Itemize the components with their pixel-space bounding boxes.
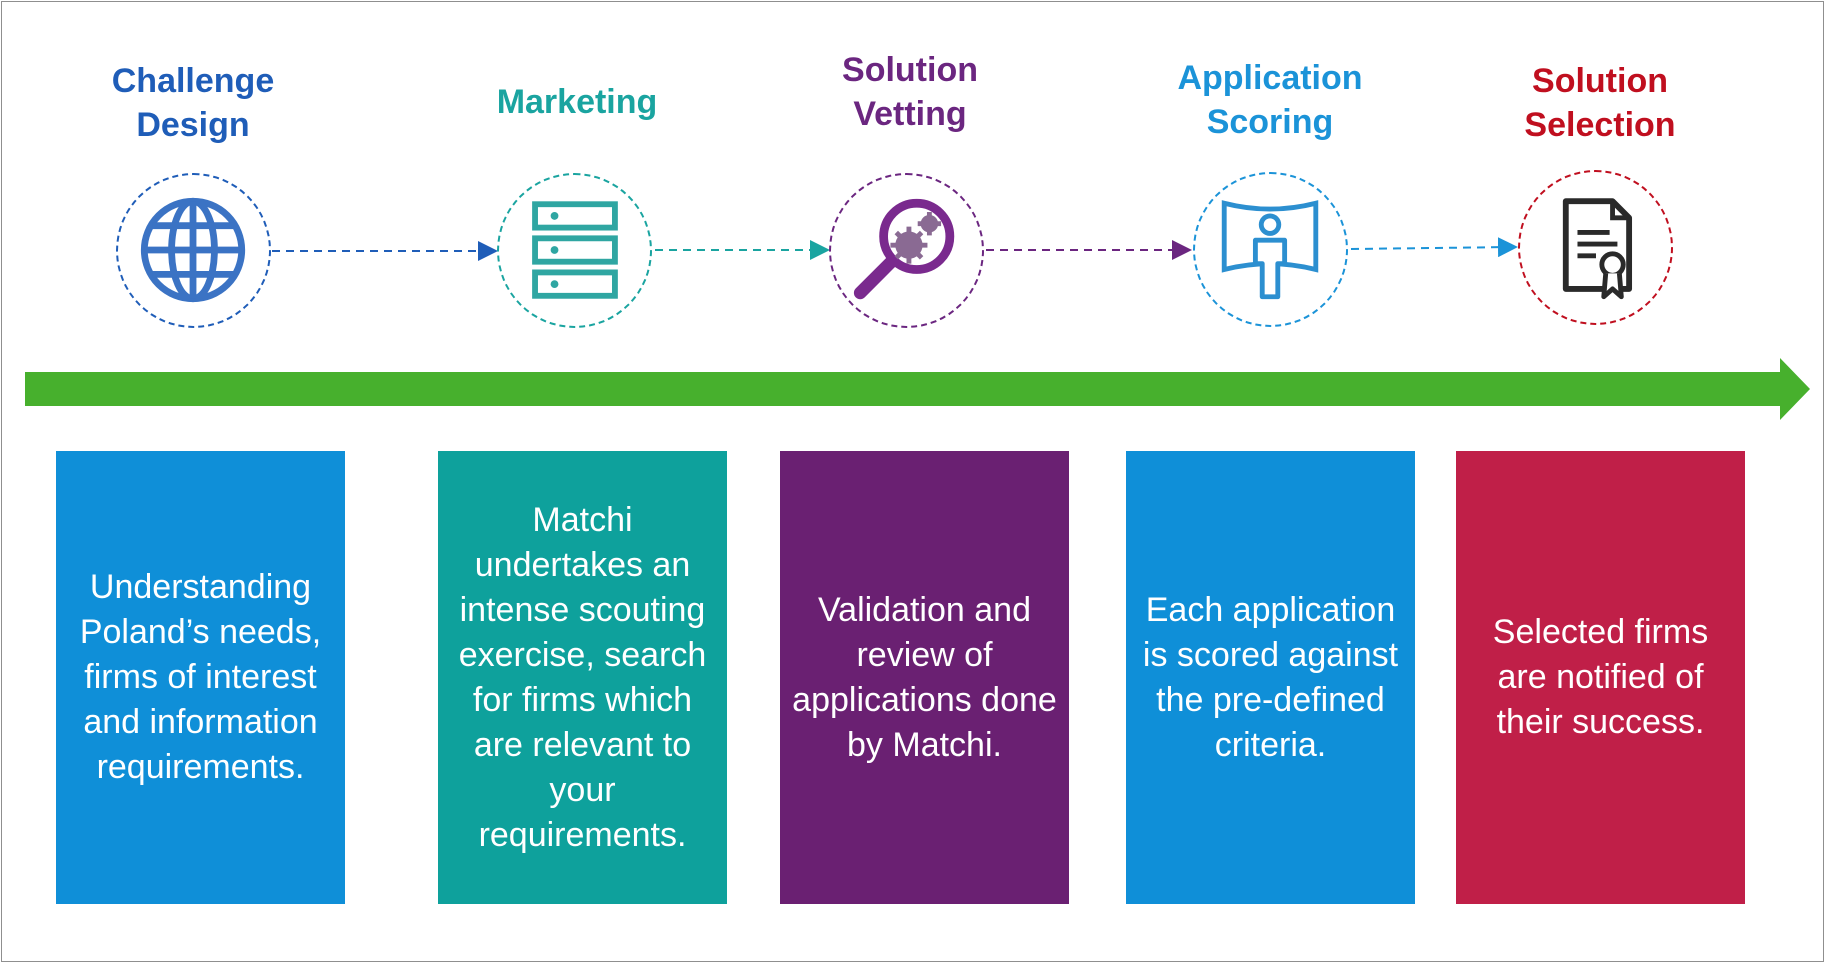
stage-title-line: Selection (1524, 106, 1676, 144)
stage-icon-circle (1193, 172, 1348, 327)
stage-icon-circle (497, 173, 652, 328)
stage-card-solution-vetting: Validation and review of applications do… (780, 451, 1069, 904)
certificate-document-icon (1562, 198, 1633, 300)
stage-icon-circle (1518, 170, 1673, 325)
stage-icon-circle (829, 173, 984, 328)
person-screen-icon (1221, 200, 1319, 300)
stage-title-line: Scoring (1206, 103, 1334, 141)
stage-card-marketing: Matchi undertakes an intense scouting ex… (438, 451, 727, 904)
stage-title-line: Solution (1532, 62, 1668, 100)
stage-title-marketing: Marketing (437, 80, 717, 124)
magnifier-gears-icon (853, 198, 955, 300)
timeline-arrow (25, 358, 1810, 420)
stage-card-challenge-design: Understanding Poland’s needs, firms of i… (56, 451, 345, 904)
stage-title-line: Challenge (111, 62, 275, 100)
stage-title-line: Application (1177, 59, 1363, 97)
stage-title-line: Solution (842, 51, 978, 89)
globe-icon (140, 197, 246, 303)
stage-card-application-scoring: Each application is scored against the p… (1126, 451, 1415, 904)
stage-card-solution-selection: Selected firms are notified of their suc… (1456, 451, 1745, 904)
stage-card-text: Matchi undertakes an intense scouting ex… (458, 500, 707, 854)
stage-title-line: Vetting (853, 95, 967, 133)
stage-card-text: Each application is scored against the p… (1142, 590, 1399, 764)
stage-title-solution-vetting: Solution Vetting (770, 48, 1050, 136)
stage-title-challenge-design: Challenge Design (53, 59, 333, 147)
stage-title-application-scoring: Application Scoring (1130, 56, 1410, 144)
stage-card-text: Selected firms are notified of their suc… (1492, 613, 1709, 741)
stage-card-text: Understanding Poland’s needs, firms of i… (79, 568, 322, 786)
stage-card-text: Validation and review of applications do… (792, 590, 1057, 764)
stage-title-line: Marketing (496, 83, 658, 121)
connector-arrow (1350, 237, 1518, 258)
stage-title-line: Design (136, 106, 250, 144)
stage-title-solution-selection: Solution Selection (1460, 59, 1740, 147)
server-icon (532, 201, 618, 299)
stage-icon-circle (116, 173, 271, 328)
